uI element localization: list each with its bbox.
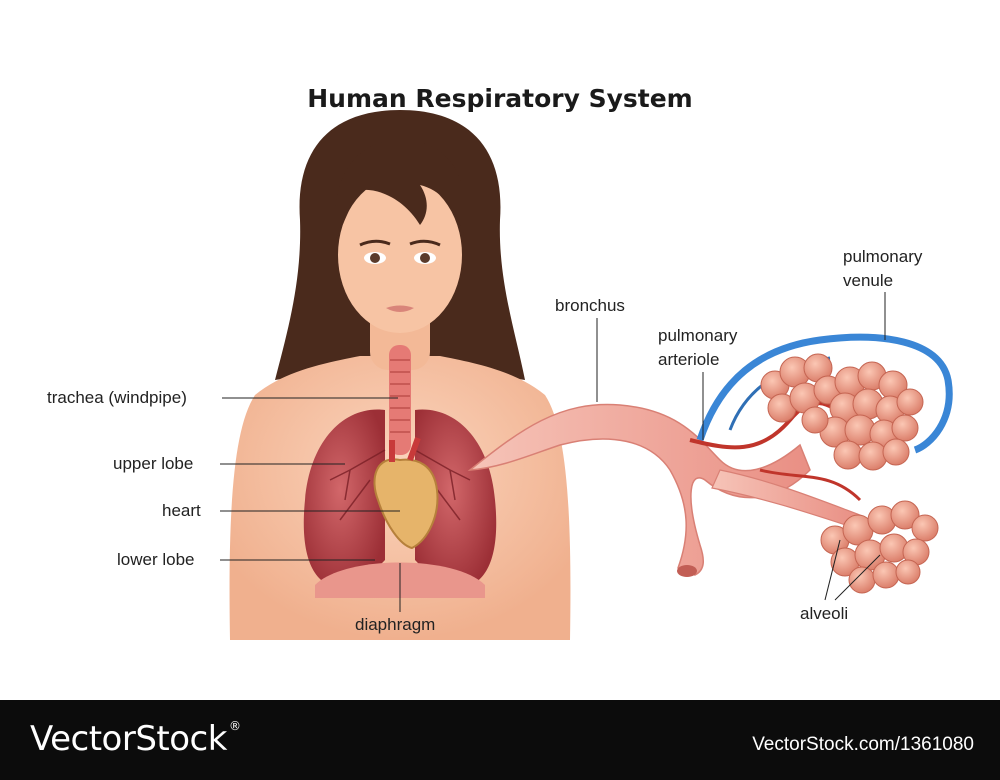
leader-lines: [220, 292, 886, 612]
label-lower-lobe: lower lobe: [117, 550, 195, 569]
stock-id: VectorStock.com/1361080: [752, 734, 974, 755]
brand-name: VectorStock: [30, 719, 227, 759]
alveoli-lower-cluster: [820, 500, 939, 594]
label-trachea: trachea (windpipe): [47, 388, 187, 407]
label-pulmonary-venule-line2: venule: [843, 271, 894, 290]
face: [338, 177, 462, 333]
label-pulmonary-venule-line1: pulmonary: [843, 247, 923, 266]
diagram-title: Human Respiratory System: [307, 84, 693, 113]
label-diaphragm: diaphragm: [355, 615, 436, 634]
left-lung: [303, 409, 385, 589]
respiratory-illustration: [220, 110, 953, 640]
right-lung: [415, 409, 497, 589]
registered-mark: ®: [228, 719, 241, 733]
trachea: [389, 345, 411, 455]
label-alveoli: alveoli: [800, 604, 849, 623]
label-pulmonary-arteriole-line2: arteriole: [658, 350, 720, 369]
mouth: [386, 305, 414, 312]
label-pulmonary-arteriole-line1: pulmonary: [658, 326, 738, 345]
footer-bar: VectorStock® VectorStock.com/1361080: [0, 700, 1000, 780]
bronchus-opening: [677, 565, 697, 577]
diagram-stage: [220, 110, 953, 640]
hair-front: [334, 140, 467, 240]
brand-logo: VectorStock®: [30, 719, 241, 759]
label-upper-lobe: upper lobe: [113, 454, 194, 473]
label-bronchus: bronchus: [555, 296, 625, 315]
label-heart: heart: [162, 501, 201, 520]
heart: [373, 458, 439, 550]
alveoli-upper-cluster: [760, 353, 924, 471]
pulmonary-venule: [696, 333, 953, 454]
